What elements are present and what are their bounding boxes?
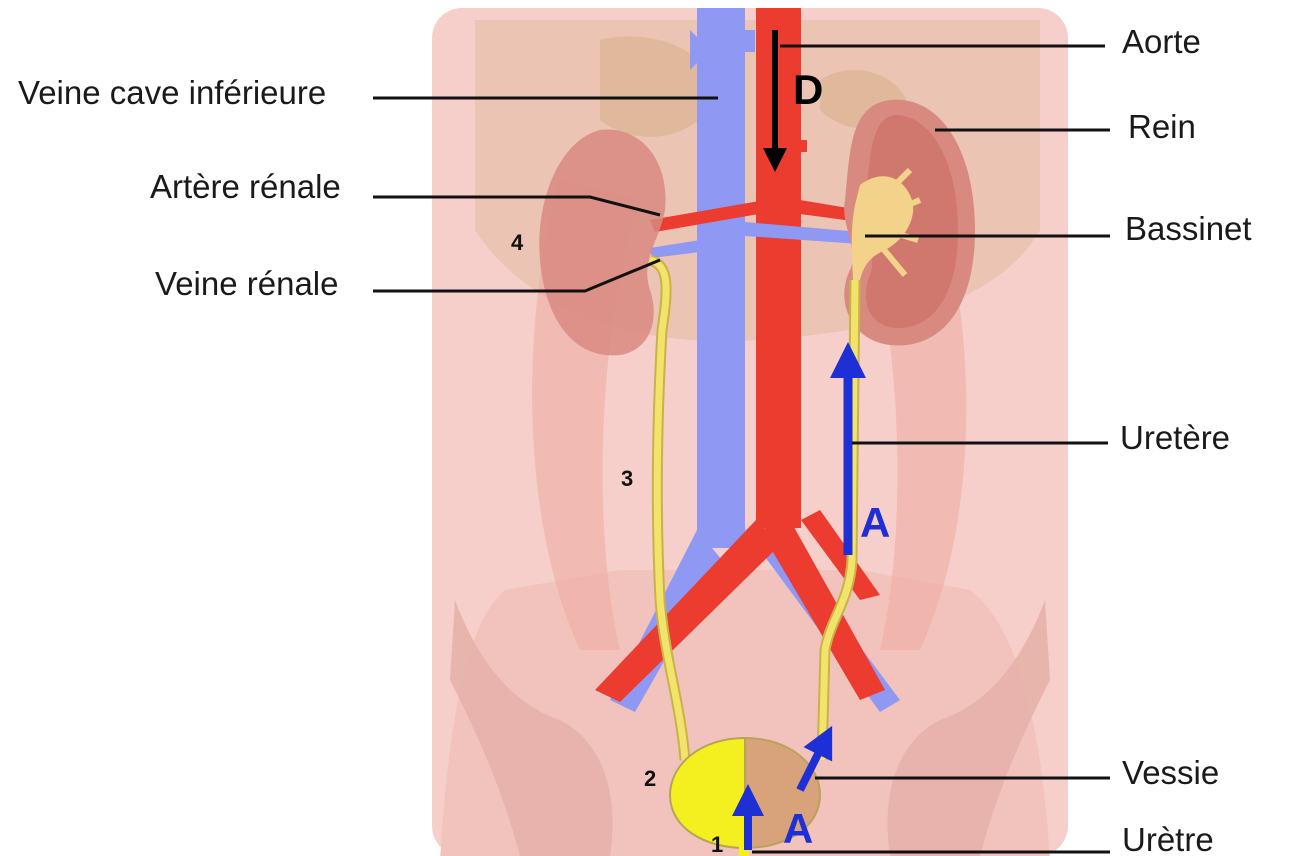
label-rein: Rein <box>1128 108 1196 145</box>
marker-a-lower: A <box>783 805 813 852</box>
label-vessie: Vessie <box>1122 754 1219 791</box>
label-veine-cave: Veine cave inférieure <box>18 74 326 111</box>
marker-3: 3 <box>621 466 633 491</box>
label-uretere: Uretère <box>1120 419 1230 456</box>
label-artere-renale: Artère rénale <box>150 168 341 205</box>
marker-1: 1 <box>711 832 723 856</box>
marker-a-upper: A <box>860 499 890 546</box>
label-bassinet: Bassinet <box>1125 210 1252 247</box>
label-veine-renale: Veine rénale <box>155 265 338 302</box>
torso <box>432 8 1068 856</box>
label-uretre: Urètre <box>1122 821 1214 856</box>
label-aorte: Aorte <box>1122 23 1201 60</box>
marker-2: 2 <box>644 766 656 791</box>
marker-4: 4 <box>511 230 524 255</box>
marker-d: D <box>793 66 823 113</box>
